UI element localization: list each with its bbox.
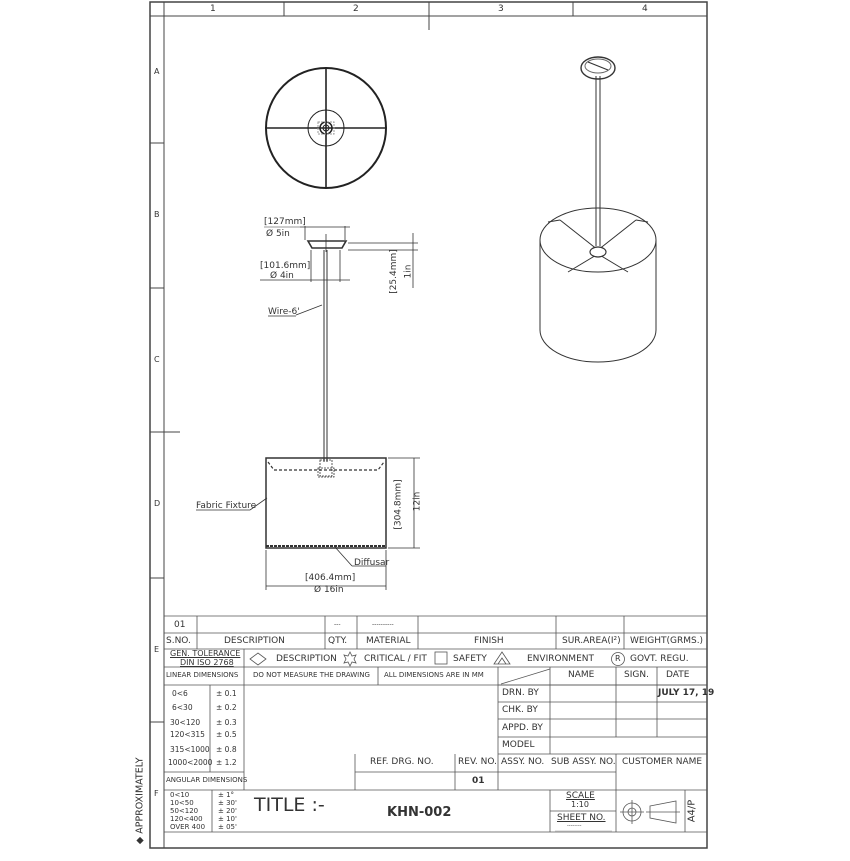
linear-dimensions-label: LINEAR DIMENSIONS: [166, 671, 239, 679]
column-label-4: 4: [642, 4, 648, 14]
lin-tol-5: ± 1.2: [216, 758, 237, 767]
bom-sno: 01: [174, 619, 186, 630]
shade-diameter-mm: [406.4mm]: [305, 573, 356, 583]
canopy-diameter-in: Ø 5in: [266, 229, 290, 239]
canopy-diameter-mm: [127mm]: [264, 217, 306, 227]
header-material: MATERIAL: [366, 635, 411, 646]
fabric-fixture-label: Fabric Fixture: [196, 501, 257, 511]
column-label-1: 1: [210, 4, 216, 14]
legend-govt: GOVT. REGU.: [630, 654, 689, 664]
lin-range-5: 1000<2000: [168, 758, 213, 767]
legend-description: DESCRIPTION: [276, 654, 337, 664]
row-label-b: B: [154, 210, 160, 219]
ang-tol-2: ± 20': [218, 807, 237, 815]
signoff-header-sign: SIGN.: [624, 670, 649, 680]
ang-tol-4: ± 05': [218, 823, 237, 831]
sheet-no-label: SHEET NO.: [557, 813, 606, 823]
dimensions-in-mm-note: ALL DIMENSIONS ARE IN MM: [384, 671, 484, 679]
bom-material: ----------: [372, 621, 394, 628]
row-label-c: C: [154, 355, 160, 364]
legend-safety: SAFETY: [453, 654, 487, 664]
lin-tol-0: ± 0.1: [216, 689, 237, 698]
canopy-height-mm: [25.4mm]: [388, 249, 399, 294]
paper-size: A4/P: [686, 799, 698, 823]
angular-dimensions-label: ANGULAR DIMENSIONS: [166, 776, 248, 784]
ang-tol-3: ± 10': [218, 815, 237, 823]
top-view: [265, 67, 387, 189]
header-sno: S.NO.: [166, 635, 191, 646]
registered-icon: R: [615, 654, 621, 663]
assy-no-label: ASSY. NO.: [501, 757, 545, 767]
approximately-note: ◆ APPROXIMATELY: [134, 757, 146, 845]
isometric-view: [539, 56, 657, 363]
header-sur-area: SUR.AREA(I²): [562, 635, 621, 646]
signoff-header-date: DATE: [666, 670, 690, 680]
front-view: [196, 226, 420, 590]
legend-environment: ENVIRONMENT: [527, 654, 594, 664]
lin-tol-4: ± 0.8: [216, 745, 237, 754]
ang-range-0: 0<10: [170, 791, 190, 799]
lin-range-0: 0<6: [172, 689, 188, 698]
legend-critical: CRITICAL / FIT: [364, 654, 427, 664]
header-description: DESCRIPTION: [224, 635, 285, 646]
canopy-inner-mm: [101.6mm]: [260, 261, 311, 271]
rev-no-label: REV. NO.: [458, 757, 497, 767]
row-label-e: E: [154, 645, 160, 654]
din-iso-label: DIN ISO 2768: [180, 658, 234, 667]
approved-by-label: APPD. BY: [502, 723, 543, 733]
bom-qty: ---: [334, 621, 341, 628]
rev-value: 01: [472, 776, 485, 786]
ang-range-4: OVER 400: [170, 823, 206, 831]
canopy-inner-in: Ø 4in: [270, 271, 294, 281]
customer-name-label: CUSTOMER NAME: [622, 757, 703, 767]
lin-tol-2: ± 0.3: [216, 718, 237, 727]
part-number: KHN-002: [387, 805, 452, 820]
lin-range-2: 30<120: [170, 718, 201, 727]
diffuser-label: Diffusar: [354, 558, 390, 568]
drawn-date: JULY 17, 19: [658, 688, 715, 698]
lin-range-4: 315<1000: [170, 745, 210, 754]
row-label-d: D: [154, 499, 161, 508]
ang-tol-0: ± 1°: [218, 791, 235, 799]
ang-tol-1: ± 30': [218, 799, 237, 807]
model-label: MODEL: [502, 740, 535, 750]
row-label-f: F: [154, 789, 159, 798]
row-label-a: A: [154, 67, 160, 76]
title-label: TITLE :-: [254, 794, 325, 816]
shade-height-mm: [304.8mm]: [393, 479, 404, 530]
sheet-no-value: --------: [567, 823, 582, 829]
do-not-measure-note: DO NOT MEASURE THE DRAWING: [253, 671, 370, 679]
header-qty: QTY.: [328, 635, 348, 646]
sub-assy-no-label: SUB ASSY. NO.: [551, 757, 616, 767]
lin-range-3: 120<315: [170, 730, 205, 739]
column-label-2: 2: [353, 4, 359, 14]
checked-by-label: CHK. BY: [502, 705, 538, 715]
signoff-header-name: NAME: [568, 670, 595, 680]
lin-tol-1: ± 0.2: [216, 703, 237, 712]
column-label-3: 3: [498, 4, 504, 14]
header-weight: WEIGHT(GRMS.): [630, 635, 704, 646]
drawn-by-label: DRN. BY: [502, 688, 539, 698]
ang-range-2: 50<120: [170, 807, 199, 815]
ref-drg-no-label: REF. DRG. NO.: [370, 757, 434, 767]
ang-range-3: 120<400: [170, 815, 203, 823]
ang-range-1: 10<50: [170, 799, 194, 807]
shade-diameter-in: Ø 16in: [314, 585, 344, 595]
lin-range-1: 6<30: [172, 703, 193, 712]
lin-tol-3: ± 0.5: [216, 730, 237, 739]
scale-label: SCALE: [566, 791, 595, 801]
canopy-height-in: 1in: [403, 264, 414, 279]
gen-tolerance-label: GEN. TOLERANCE: [170, 649, 241, 658]
wire-label: Wire-6': [268, 307, 300, 317]
scale-value: 1:10: [571, 800, 589, 809]
header-finish: FINISH: [474, 635, 504, 646]
shade-height-in: 12in: [412, 491, 423, 512]
